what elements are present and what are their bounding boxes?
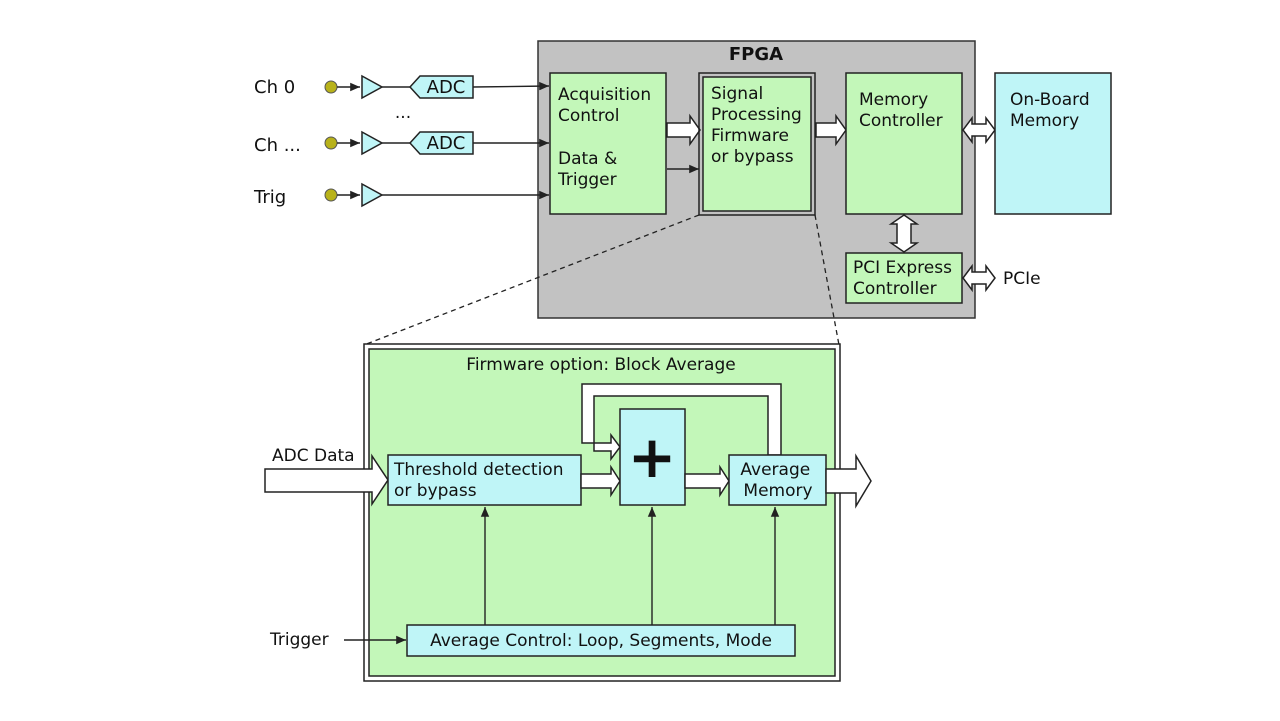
amplifier-icon <box>361 130 384 156</box>
data-flow-arrow <box>580 464 621 498</box>
memory-controller-block <box>845 72 963 215</box>
acquisition-control-text: Acquisition Control Data & Trigger <box>557 85 657 190</box>
zoom-guide-line <box>814 214 840 346</box>
pcie-controller-text: PCI Express Controller <box>853 258 957 299</box>
average-control-block <box>406 624 796 657</box>
signal-processing-text: Signal Processing Firmware or bypass <box>711 84 807 167</box>
fpga-title: FPGA <box>729 44 783 65</box>
threshold-detection-text: Threshold detection or bypass <box>393 460 569 501</box>
zoom-guide-line <box>363 214 700 346</box>
adc-label: ADC <box>427 133 466 154</box>
input-trig: Trig <box>253 182 549 208</box>
trigger-label: Trigger <box>269 630 329 650</box>
input-ch-n: Ch ... ADC <box>254 130 549 156</box>
onboard-memory-text: On-Board Memory <box>1010 90 1095 131</box>
input-ch0: Ch 0 ADC <box>254 74 550 100</box>
output-arrow <box>825 453 872 509</box>
input-label: Ch ... <box>254 135 301 156</box>
adc-label: ADC <box>427 77 466 98</box>
firmware-title: Firmware option: Block Average <box>466 355 735 375</box>
pcie-controller-block <box>845 252 963 304</box>
bidirectional-arrow-vertical <box>888 214 920 253</box>
amplifier-icon <box>361 182 384 208</box>
input-label: Trig <box>253 187 286 208</box>
average-control-text: Average Control: Loop, Segments, Mode <box>430 631 772 651</box>
data-flow-arrow <box>815 113 847 147</box>
channel-ellipsis: ... <box>395 103 411 123</box>
adder-block <box>619 408 686 506</box>
input-label: Ch 0 <box>254 77 295 98</box>
input-connector-icon <box>324 80 338 94</box>
memory-controller-text: Memory Controller <box>859 90 943 131</box>
onboard-memory-block <box>994 72 1112 215</box>
acquisition-control-block <box>549 72 667 215</box>
plus-icon: + <box>628 423 677 491</box>
input-connector-icon <box>324 188 338 202</box>
threshold-detection-block <box>387 454 582 506</box>
adc-data-arrow <box>264 453 389 507</box>
adc-data-label: ADC Data <box>272 446 355 466</box>
firmware-option-container <box>368 348 836 677</box>
pcie-label: PCIe <box>1003 269 1041 289</box>
input-connector-icon <box>324 136 338 150</box>
amplifier-icon <box>361 74 384 100</box>
pcie-bidirectional-arrow <box>962 263 996 293</box>
data-flow-arrow <box>666 113 701 147</box>
data-flow-arrow <box>684 464 730 498</box>
signal-processing-block <box>702 76 812 212</box>
average-memory-text: Average Memory <box>740 460 815 501</box>
feedback-loop-arrow <box>581 383 782 462</box>
